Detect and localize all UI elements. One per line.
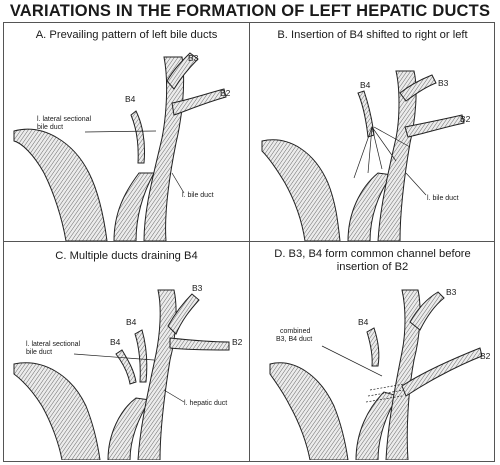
label-b3: B3 (188, 53, 199, 63)
label-b3: B3 (192, 283, 203, 293)
label-lateral-line2: bile duct (37, 124, 64, 131)
panel-b: B. Insertion of B4 shifted to right or l… (250, 23, 495, 241)
label-b4-lower: B4 (110, 337, 121, 347)
panel-a: A. Prevailing pattern of left bile ducts… (4, 23, 249, 241)
b2-duct (169, 337, 230, 351)
b4-duct (130, 110, 145, 164)
left-trunk (13, 362, 101, 460)
right-trunk (137, 289, 177, 460)
label-b3: B3 (438, 78, 449, 88)
lateral-duct-leader (73, 353, 155, 361)
b3-duct (399, 74, 437, 102)
label-b2: B2 (460, 114, 471, 124)
label-combined-line1: combined (280, 328, 311, 335)
label-b4-upper: B4 (126, 317, 137, 327)
b2-duct (404, 114, 465, 138)
panel-c-duct-illustration (13, 289, 230, 460)
b4-duct (357, 90, 375, 138)
label-b2: B2 (232, 337, 243, 347)
panel-d: D. B3, B4 form common channel before ins… (250, 242, 495, 460)
b3-duct (166, 52, 199, 90)
b4-insertion-variant-lines (353, 126, 411, 179)
label-combined-line2: B3, B4 duct (276, 336, 313, 343)
panel-c: C. Multiple ducts draining B4 B3 B4 B4 B… (4, 242, 249, 460)
panel-d-duct-illustration (269, 289, 483, 460)
label-b2: B2 (480, 351, 491, 361)
combined-duct-leader (321, 345, 383, 377)
b4-duct (366, 327, 380, 367)
panel-b-duct-illustration (261, 70, 465, 241)
b4-duct-lower (115, 349, 137, 385)
label-b4: B4 (125, 94, 136, 104)
figure-title: VARIATIONS IN THE FORMATION OF LEFT HEPA… (9, 2, 491, 20)
panel-a-title: A. Prevailing pattern of left bile ducts (35, 29, 218, 41)
label-b4: B4 (358, 317, 369, 327)
b2-duct (401, 347, 483, 397)
label-b4: B4 (360, 80, 371, 90)
panel-c-title: C. Multiple ducts draining B4 (55, 250, 198, 262)
label-lateral-line1: l. lateral sectional (26, 341, 81, 348)
label-lateral-line2: bile duct (26, 349, 53, 356)
b2-duct (171, 88, 227, 116)
panel-d-title-line2: insertion of B2 (336, 261, 409, 273)
bile-duct-leader (405, 172, 427, 196)
left-trunk (269, 362, 349, 460)
lateral-duct-leader (84, 130, 157, 133)
left-trunk (13, 128, 108, 241)
panel-b-title: B. Insertion of B4 shifted to right or l… (277, 29, 468, 41)
hepatic-duct-leader (163, 389, 185, 403)
bile-duct-leader (171, 172, 185, 194)
figure-frame: A. Prevailing pattern of left bile ducts… (3, 22, 495, 462)
b3-duct (409, 291, 445, 331)
label-bile-duct: l. bile duct (427, 195, 459, 202)
right-trunk (377, 70, 417, 241)
label-b3: B3 (446, 287, 457, 297)
common-channel-markers (365, 383, 405, 403)
label-b2: B2 (220, 88, 231, 98)
panel-a-duct-illustration (13, 52, 227, 241)
b3-duct (167, 293, 200, 335)
label-lateral-line1: l. lateral sectional (37, 116, 92, 123)
panel-divider-horizontal (4, 241, 494, 242)
panel-d-title-line1: D. B3, B4 form common channel before (274, 248, 471, 260)
label-bile-duct: l. bile duct (182, 192, 214, 199)
left-trunk (261, 139, 341, 241)
right-trunk (143, 56, 185, 241)
right-trunk (385, 289, 421, 460)
panel-divider-vertical (249, 23, 250, 461)
label-hepatic-duct: l. hepatic duct (184, 400, 228, 407)
b4-duct-upper (134, 329, 148, 383)
